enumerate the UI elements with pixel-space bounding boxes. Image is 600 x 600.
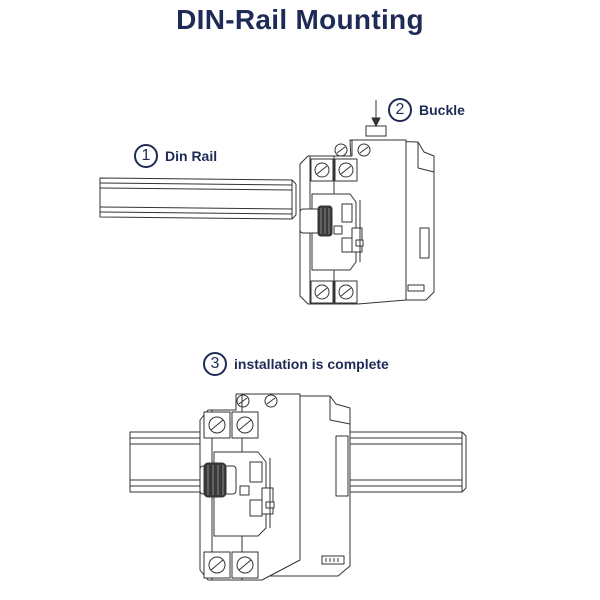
din-rail-top	[99, 177, 297, 220]
device-mounted	[199, 393, 351, 581]
step-number-badge: 1	[134, 144, 158, 168]
device-top	[299, 100, 435, 305]
step-label: Din Rail	[165, 148, 218, 164]
step-label: Buckle	[419, 102, 465, 118]
page-title: DIN-Rail Mounting	[176, 4, 424, 35]
step-number-badge: 2	[388, 98, 412, 122]
step-installation-complete: 3 installation is complete	[203, 352, 389, 376]
step-number-badge: 3	[203, 352, 227, 376]
step-label: installation is complete	[234, 356, 389, 372]
step-buckle: 2 Buckle	[388, 98, 465, 122]
step-din-rail: 1 Din Rail	[134, 144, 217, 168]
